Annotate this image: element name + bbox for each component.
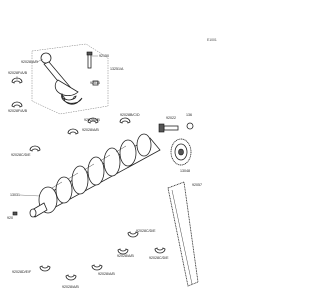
- conrod-group-outline: [31, 43, 109, 115]
- label-bearing-a: 92028F/A/B: [8, 71, 28, 75]
- cam-chain: [167, 181, 199, 287]
- label-bearing-h: 92028/A/B: [117, 254, 134, 258]
- label-bearing-j: 92028C/D/E: [149, 256, 169, 260]
- crankshaft: [29, 133, 161, 218]
- label-conrod-assy: 13251/A: [110, 67, 124, 71]
- label-conrod-pair: 92028/A/B: [21, 60, 38, 64]
- bearing-shell-lower-3: [154, 247, 166, 254]
- label-washer: 136: [186, 113, 192, 117]
- label-cap-bolt: 92015: [90, 81, 100, 85]
- parts-diagram: E1001 92028/A/B 92150 13251/A 92015 9202…: [7, 38, 217, 289]
- label-bolt-main: 92022: [166, 116, 176, 120]
- label-bearing-g: 92028/A/B: [98, 272, 115, 276]
- bearing-shell-upper-5: [67, 128, 79, 135]
- label-bearing-f: 92028C/D/E: [11, 153, 31, 157]
- conrod-nut: [92, 80, 99, 86]
- bearing-shell-lower-1: [127, 231, 139, 238]
- bearing-shell-upper-4: [87, 117, 99, 124]
- gear-bolt: [158, 123, 179, 133]
- label-bearing-b: 92028F/A/B: [8, 109, 28, 113]
- bearing-shell-lower-2: [117, 248, 129, 255]
- label-bearing-d: 92028B/C/D: [120, 113, 140, 117]
- leader-crankshaft: [19, 194, 41, 197]
- bearing-shell-lower-5: [39, 265, 51, 272]
- conrod-bearing-shell: [61, 95, 77, 101]
- label-bearing-c: 92028A/B: [84, 118, 100, 122]
- exploded-view: E1001 92028/A/B 92150 13251/A 92015 9202…: [7, 38, 217, 289]
- timing-gear: [170, 138, 192, 166]
- label-bearing-lower-pair: 92028/A/B: [62, 285, 79, 289]
- gear-washer: [186, 122, 194, 130]
- connecting-rod: [40, 52, 83, 105]
- label-chain: 92057: [192, 183, 202, 187]
- leader-conrod: [36, 58, 44, 63]
- bearing-shell-lower-6: [65, 274, 77, 281]
- bearing-shell-upper-2: [11, 101, 23, 108]
- key: [12, 211, 18, 216]
- label-conrod-nut: 92150: [99, 54, 109, 58]
- label-gear: 13048: [180, 169, 190, 173]
- bearing-shell-lower-4: [91, 264, 103, 271]
- bearing-shell-upper-6: [29, 145, 41, 152]
- bearing-shell-upper-1: [11, 77, 23, 84]
- label-crankshaft: 13031: [10, 193, 20, 197]
- label-bearing-i: 92028C/D/E: [136, 229, 156, 233]
- label-bearing-e: 92028/A/B: [82, 128, 99, 132]
- figure-code: E1001: [207, 38, 217, 42]
- label-bearing-k: 92028D/E/F: [12, 270, 32, 274]
- bearing-shell-upper-3: [119, 117, 131, 124]
- label-key: 920: [7, 216, 13, 220]
- conrod-bolt: [86, 51, 93, 69]
